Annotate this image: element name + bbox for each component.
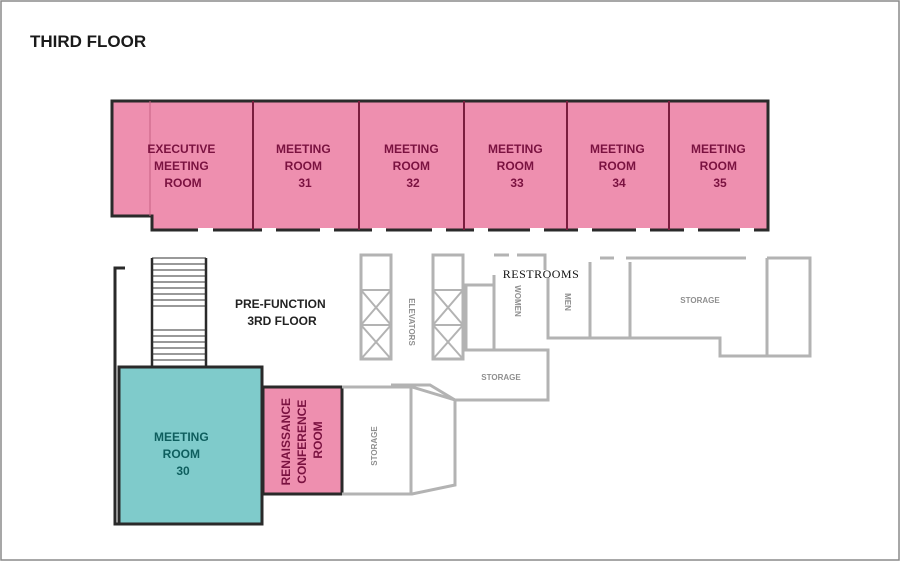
storage-mid-label: STORAGE <box>481 373 521 382</box>
meeting-room-34-label: MEETING ROOM 34 <box>590 142 648 190</box>
restrooms-label: RESTROOMS <box>503 267 580 281</box>
storage-right-walls <box>590 256 812 358</box>
meeting-room-31-label: MEETING ROOM 31 <box>276 142 334 190</box>
meeting-room-30-shape <box>117 365 264 526</box>
meeting-room-33-label: MEETING ROOM 33 <box>488 142 546 190</box>
elevators: ELEVATORS <box>359 253 465 361</box>
storage-left-walls <box>342 385 457 496</box>
top-row-rooms-shape <box>110 99 770 232</box>
women-restroom-label: WOMEN <box>513 285 522 317</box>
storage-mid-walls <box>455 283 550 402</box>
corridor-wall <box>391 383 456 402</box>
service-areas: STORAGE ELEVATORS STORAGE <box>342 253 812 496</box>
meeting-room-32-label: MEETING ROOM 32 <box>384 142 442 190</box>
meeting-room-30: MEETING ROOM 30 <box>117 365 264 526</box>
left-wall-and-stairs <box>113 257 208 526</box>
elevators-label: ELEVATORS <box>407 298 416 346</box>
top-meeting-rooms: EXECUTIVE MEETING ROOM MEETING ROOM 31 M… <box>110 99 770 232</box>
renaissance-room-shape <box>261 385 344 496</box>
staircase <box>150 257 208 368</box>
meeting-room-30-label: MEETING ROOM 30 <box>154 430 212 478</box>
storage-left-label: STORAGE <box>370 426 379 466</box>
pre-function-area-label: PRE-FUNCTION 3RD FLOOR <box>235 297 329 328</box>
left-outer-wall <box>113 266 125 526</box>
restroom-wall <box>517 253 547 270</box>
renaissance-conference-room-label: RENAISSANCE CONFERENCE ROOM <box>279 395 325 486</box>
renaissance-conference-room: RENAISSANCE CONFERENCE ROOM <box>261 385 344 496</box>
men-restroom-label: MEN <box>563 293 572 311</box>
elevator-shaft-left <box>359 253 393 361</box>
meeting-room-35-label: MEETING ROOM 35 <box>691 142 749 190</box>
executive-meeting-room-label: EXECUTIVE MEETING ROOM <box>147 142 218 190</box>
elevator-shaft-right <box>431 253 465 361</box>
page-title: THIRD FLOOR <box>30 32 146 51</box>
storage-right-label: STORAGE <box>680 296 720 305</box>
men-restroom-wall <box>546 262 592 340</box>
